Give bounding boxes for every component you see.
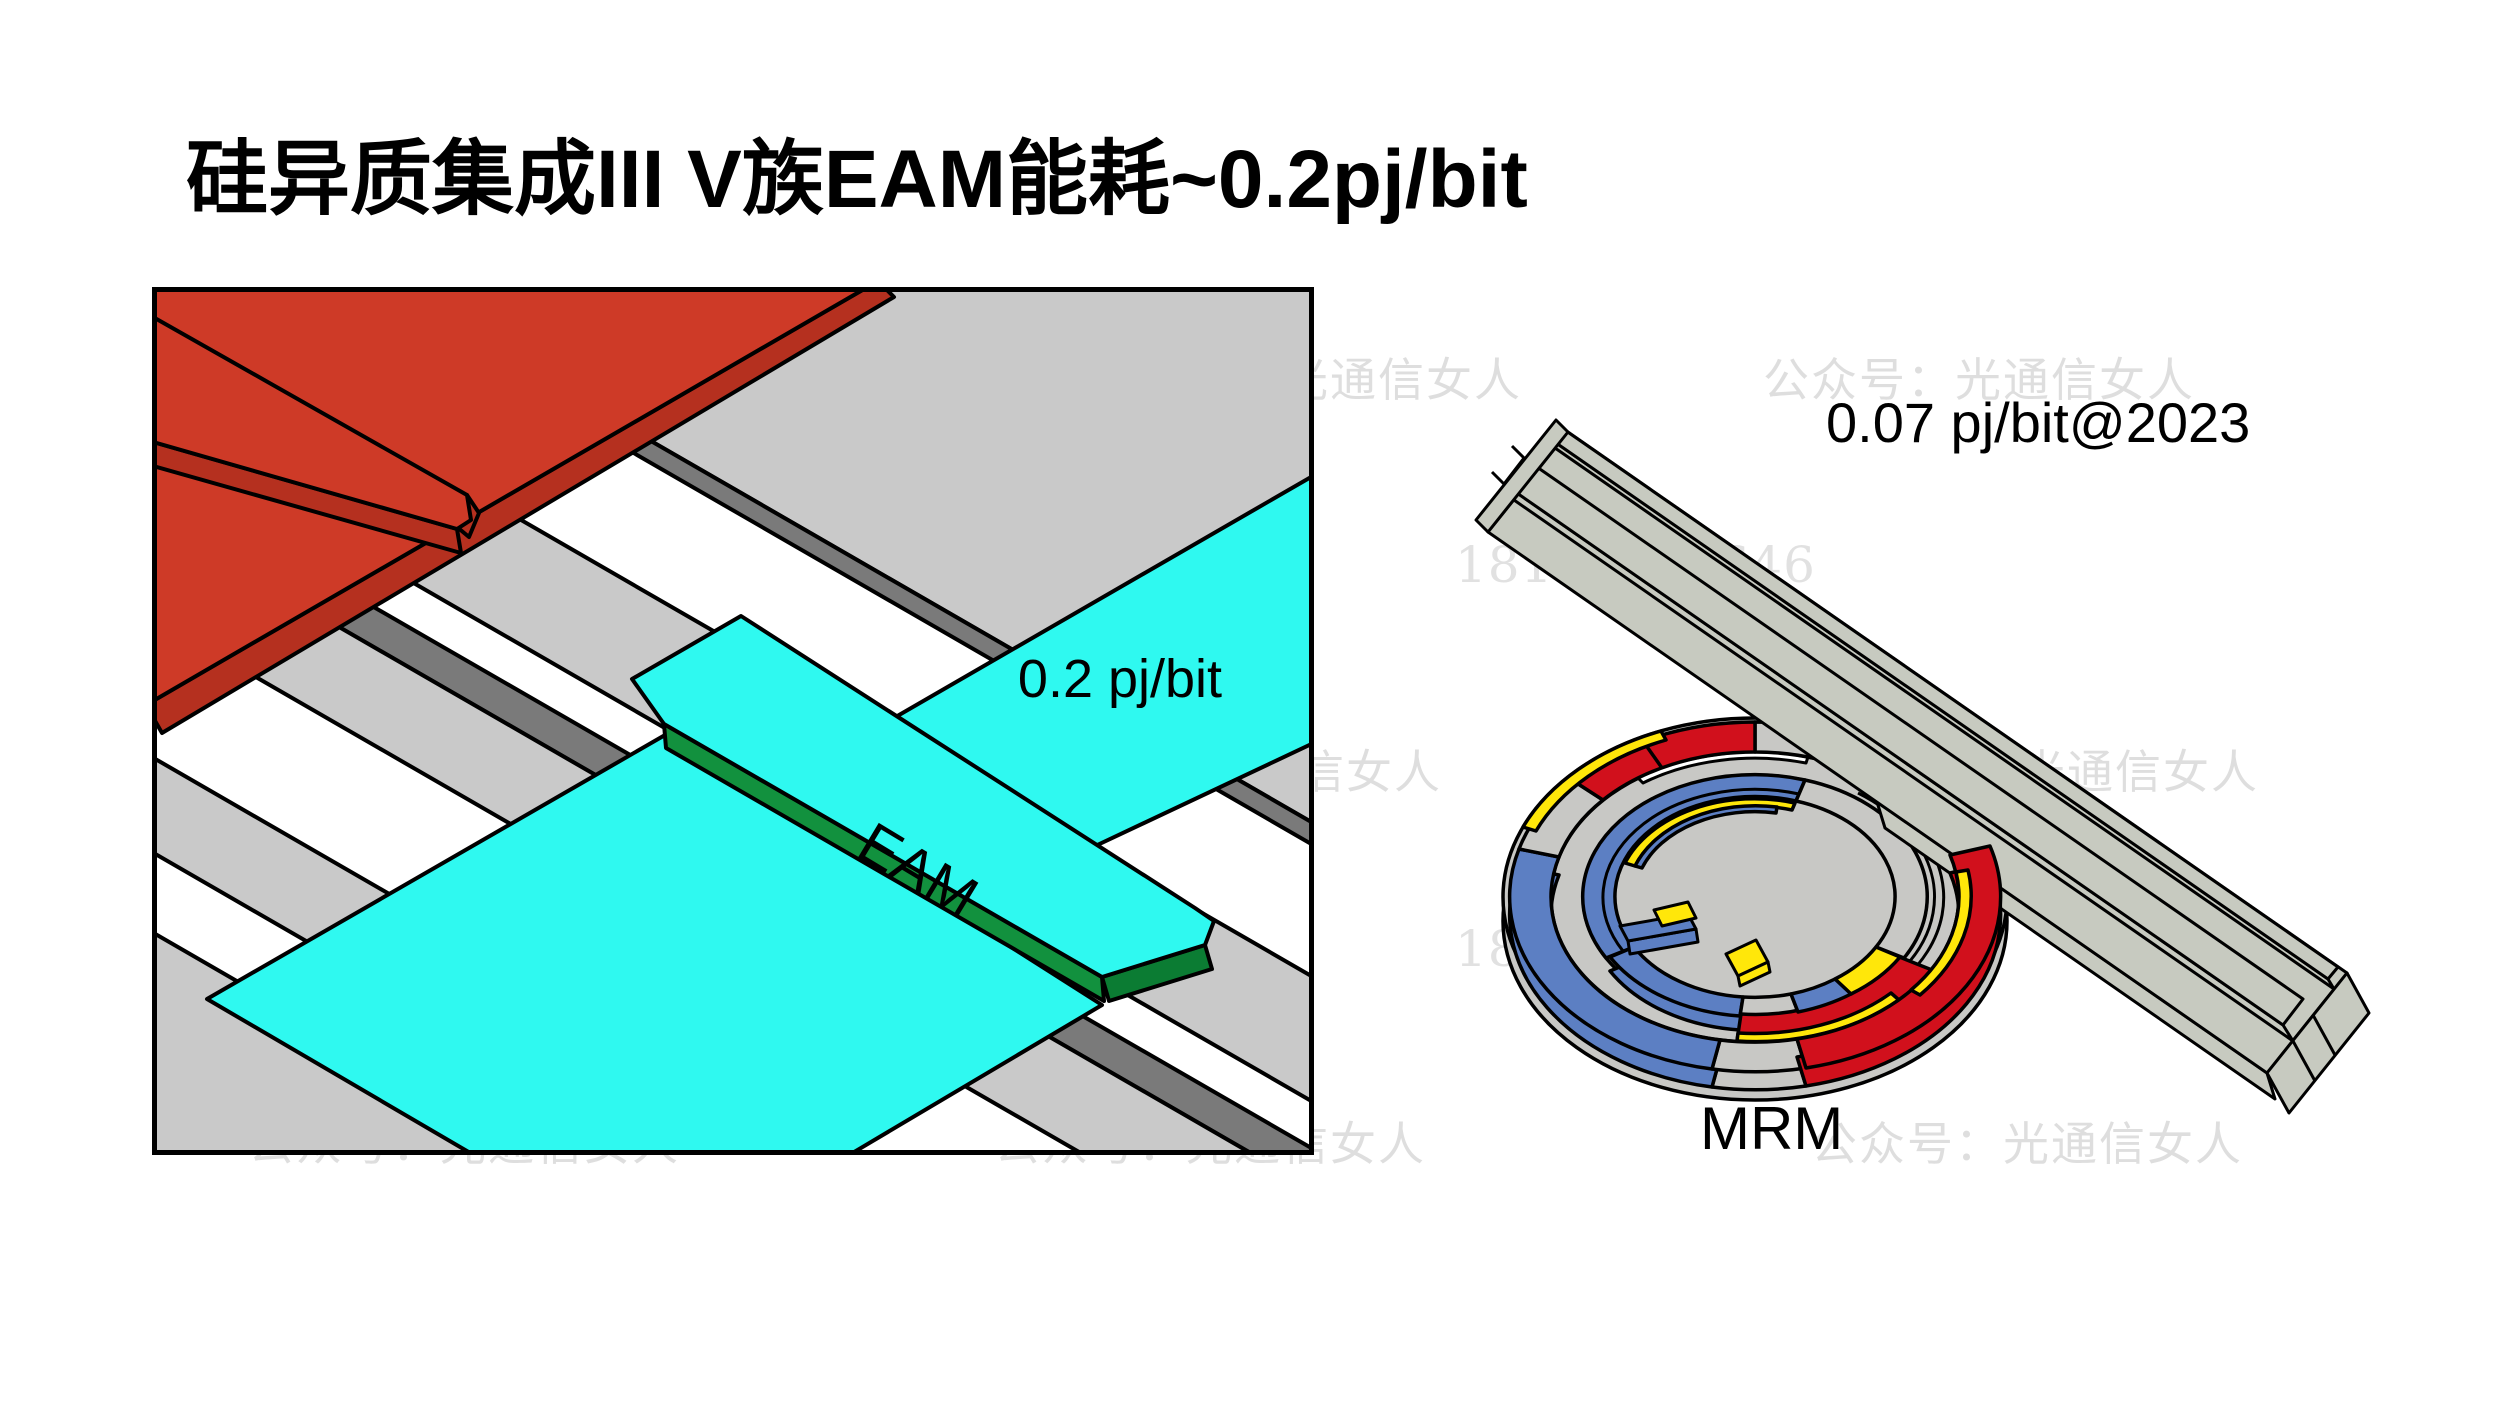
ring-blue-arc	[1633, 803, 1779, 870]
bus-waveguide-bar	[1474, 418, 2371, 1115]
eam-figure: 0.2 pj/bit EAM	[152, 287, 1314, 1155]
page-title: 硅异质集成III V族EAM能耗~0.2pj/bit	[186, 134, 1528, 225]
bar-end-step	[2291, 1040, 2317, 1082]
ring-yellow-arc	[1521, 729, 1668, 833]
bar-top-end-facet	[1474, 418, 1570, 534]
mrm-figure	[1474, 418, 2371, 1115]
ring-blue-arc	[1608, 945, 1745, 1018]
electrode-pad	[1652, 900, 1698, 928]
red-taper-waveguide	[152, 314, 473, 531]
eam-lower-mesa	[205, 729, 1104, 1155]
mrm-energy-label: 0.07 pj/bit@2023	[1826, 391, 2251, 454]
bar-top-step	[1510, 444, 1526, 460]
ring-gray-arc	[1710, 1037, 1808, 1074]
ring-contour-line	[1601, 787, 1800, 952]
substrate-gray-region	[152, 929, 543, 1155]
panel-border	[152, 287, 1314, 1155]
bar-end-step	[2311, 1014, 2337, 1056]
bar-top-step	[1490, 470, 1506, 486]
eam-ridge-top	[630, 614, 1216, 979]
ring-blue-arc	[1789, 977, 1853, 1014]
bar-end-facet	[2265, 971, 2371, 1115]
mrm-device-label: MRM	[1700, 1095, 1844, 1162]
ring-yellow-arc	[1909, 868, 1973, 997]
eam-energy-label: 0.2 pj/bit	[1018, 649, 1222, 709]
red-iii-v-slab	[152, 287, 872, 704]
electrode-pad-wall	[1736, 960, 1772, 988]
